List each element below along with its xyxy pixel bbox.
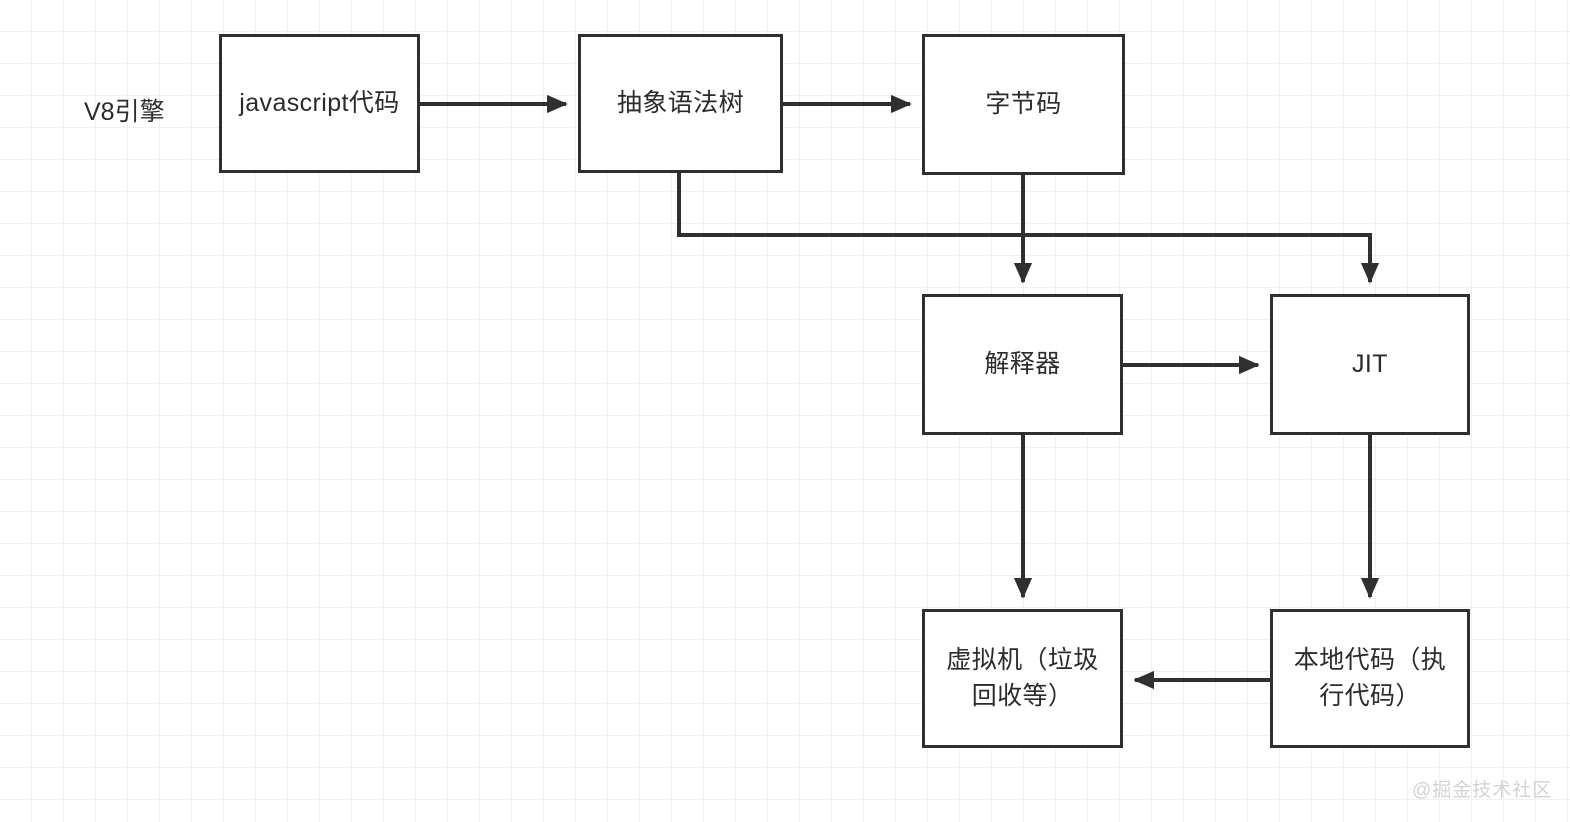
node-bytecode[interactable]: 字节码 (922, 34, 1125, 175)
node-native-code-label: 本地代码（执行代码） (1293, 646, 1447, 710)
node-interpreter-label: 解释器 (984, 349, 1061, 378)
node-ast[interactable]: 抽象语法树 (578, 34, 783, 173)
node-interpreter[interactable]: 解释器 (922, 294, 1123, 435)
node-jit[interactable]: JIT (1270, 294, 1470, 435)
edge-ast-to-jit (677, 173, 1380, 284)
node-javascript-code-label: javascript代码 (239, 88, 400, 117)
node-virtual-machine-label: 虚拟机（垃圾回收等） (946, 646, 1099, 710)
node-javascript-code[interactable]: javascript代码 (219, 34, 420, 173)
node-jit-label: JIT (1352, 349, 1388, 378)
watermark-label: @掘金技术社区 (1412, 780, 1553, 801)
node-native-code[interactable]: 本地代码（执行代码） (1270, 609, 1470, 748)
node-bytecode-label: 字节码 (985, 89, 1062, 118)
node-ast-label: 抽象语法树 (616, 88, 744, 117)
diagram-title-label: V8引擎 (84, 98, 165, 126)
node-virtual-machine[interactable]: 虚拟机（垃圾回收等） (922, 609, 1123, 748)
